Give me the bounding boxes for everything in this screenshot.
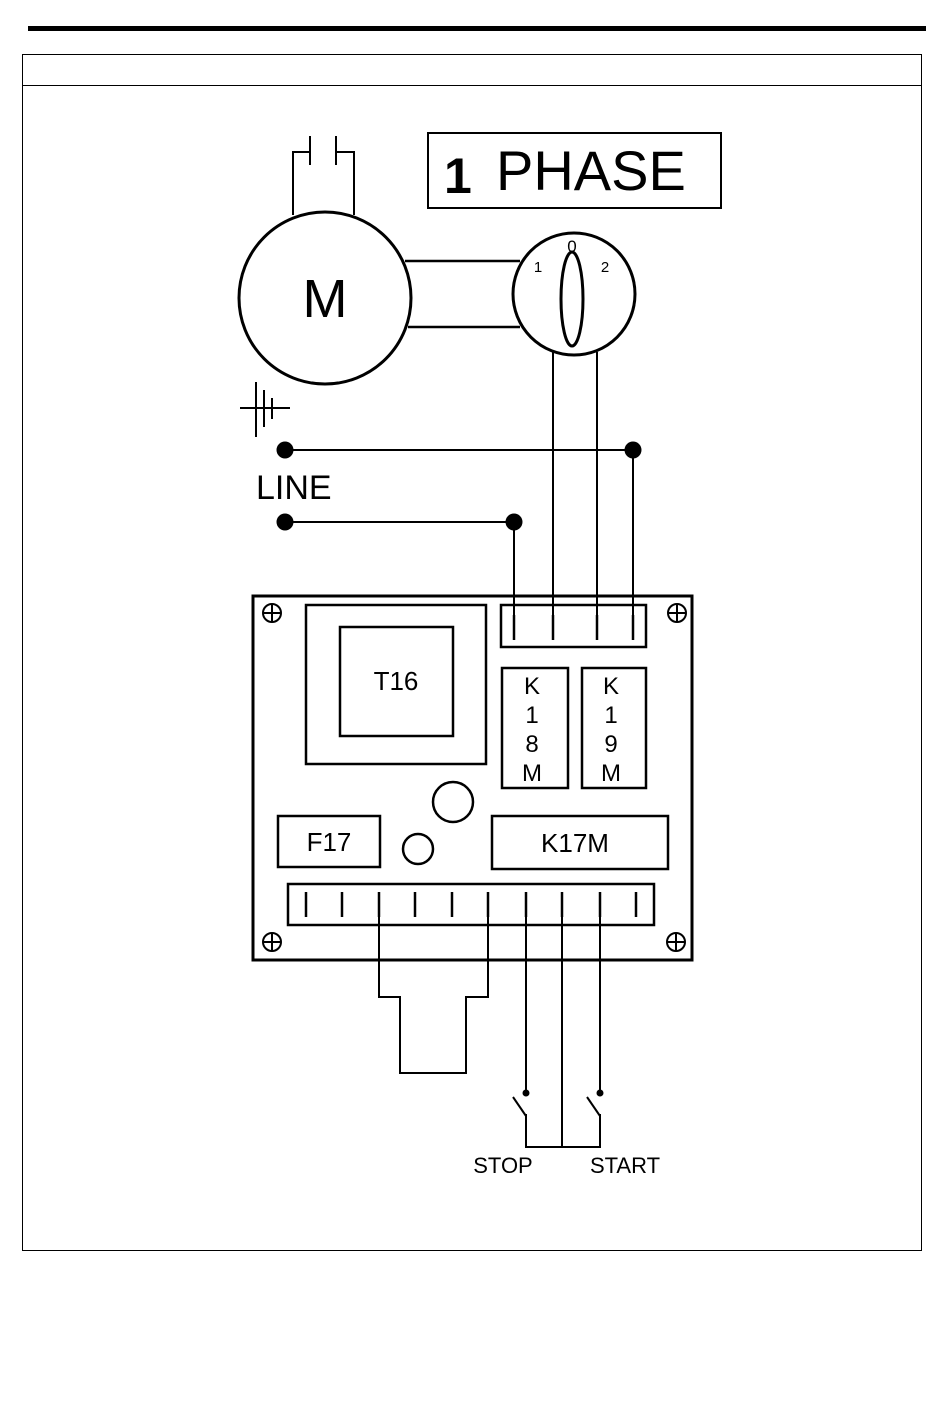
bottom-terminals bbox=[306, 892, 636, 917]
board-component-small bbox=[403, 834, 433, 864]
ground-icon bbox=[240, 382, 290, 437]
selector-knob bbox=[561, 252, 583, 346]
line-label: LINE bbox=[256, 469, 332, 507]
relay-k18m-char: M bbox=[522, 760, 542, 787]
contactor-label: K17M bbox=[541, 828, 609, 858]
motor-label: M bbox=[303, 269, 348, 329]
fuse-label: F17 bbox=[307, 827, 352, 857]
external-loop-wire bbox=[379, 917, 488, 1073]
relay-k18m-char: 1 bbox=[525, 702, 538, 729]
line-terminal-dot bbox=[277, 514, 294, 531]
line-terminal-dot bbox=[277, 442, 294, 459]
junction-dot bbox=[625, 442, 642, 459]
relay-k19m-char: M bbox=[601, 760, 621, 787]
screw-icon bbox=[667, 933, 685, 951]
relay-k18m-label: K 1 8 M bbox=[522, 673, 542, 787]
relay-k18m-char: 8 bbox=[525, 731, 538, 758]
phase-text: PHASE bbox=[496, 139, 686, 202]
selector-position-1: 1 bbox=[534, 259, 542, 276]
screw-icon bbox=[263, 604, 281, 622]
contact-point bbox=[598, 1091, 603, 1096]
stop-switch-blade bbox=[513, 1097, 526, 1116]
capacitor-symbol bbox=[293, 136, 354, 215]
board-component-large bbox=[433, 782, 473, 822]
control-board bbox=[253, 596, 692, 960]
top-terminal-strip bbox=[501, 605, 646, 647]
selector-position-0: 0 bbox=[567, 237, 576, 256]
contact-point bbox=[524, 1091, 529, 1096]
junction-dot bbox=[506, 514, 523, 531]
relay-k19m-char: 1 bbox=[604, 702, 617, 729]
start-switch-blade bbox=[587, 1097, 600, 1116]
phase-number: 1 bbox=[444, 148, 472, 204]
relay-k19m-char: K bbox=[603, 673, 619, 700]
relay-k19m-label: K 1 9 M bbox=[601, 673, 621, 787]
relay-k18m-char: K bbox=[524, 673, 540, 700]
screw-icon bbox=[263, 933, 281, 951]
stop-label: STOP bbox=[473, 1153, 533, 1178]
transformer-label: T16 bbox=[374, 666, 419, 696]
start-label: START bbox=[590, 1153, 660, 1178]
selector-position-2: 2 bbox=[601, 259, 609, 276]
screw-icon bbox=[668, 604, 686, 622]
relay-k19m-char: 9 bbox=[604, 731, 617, 758]
